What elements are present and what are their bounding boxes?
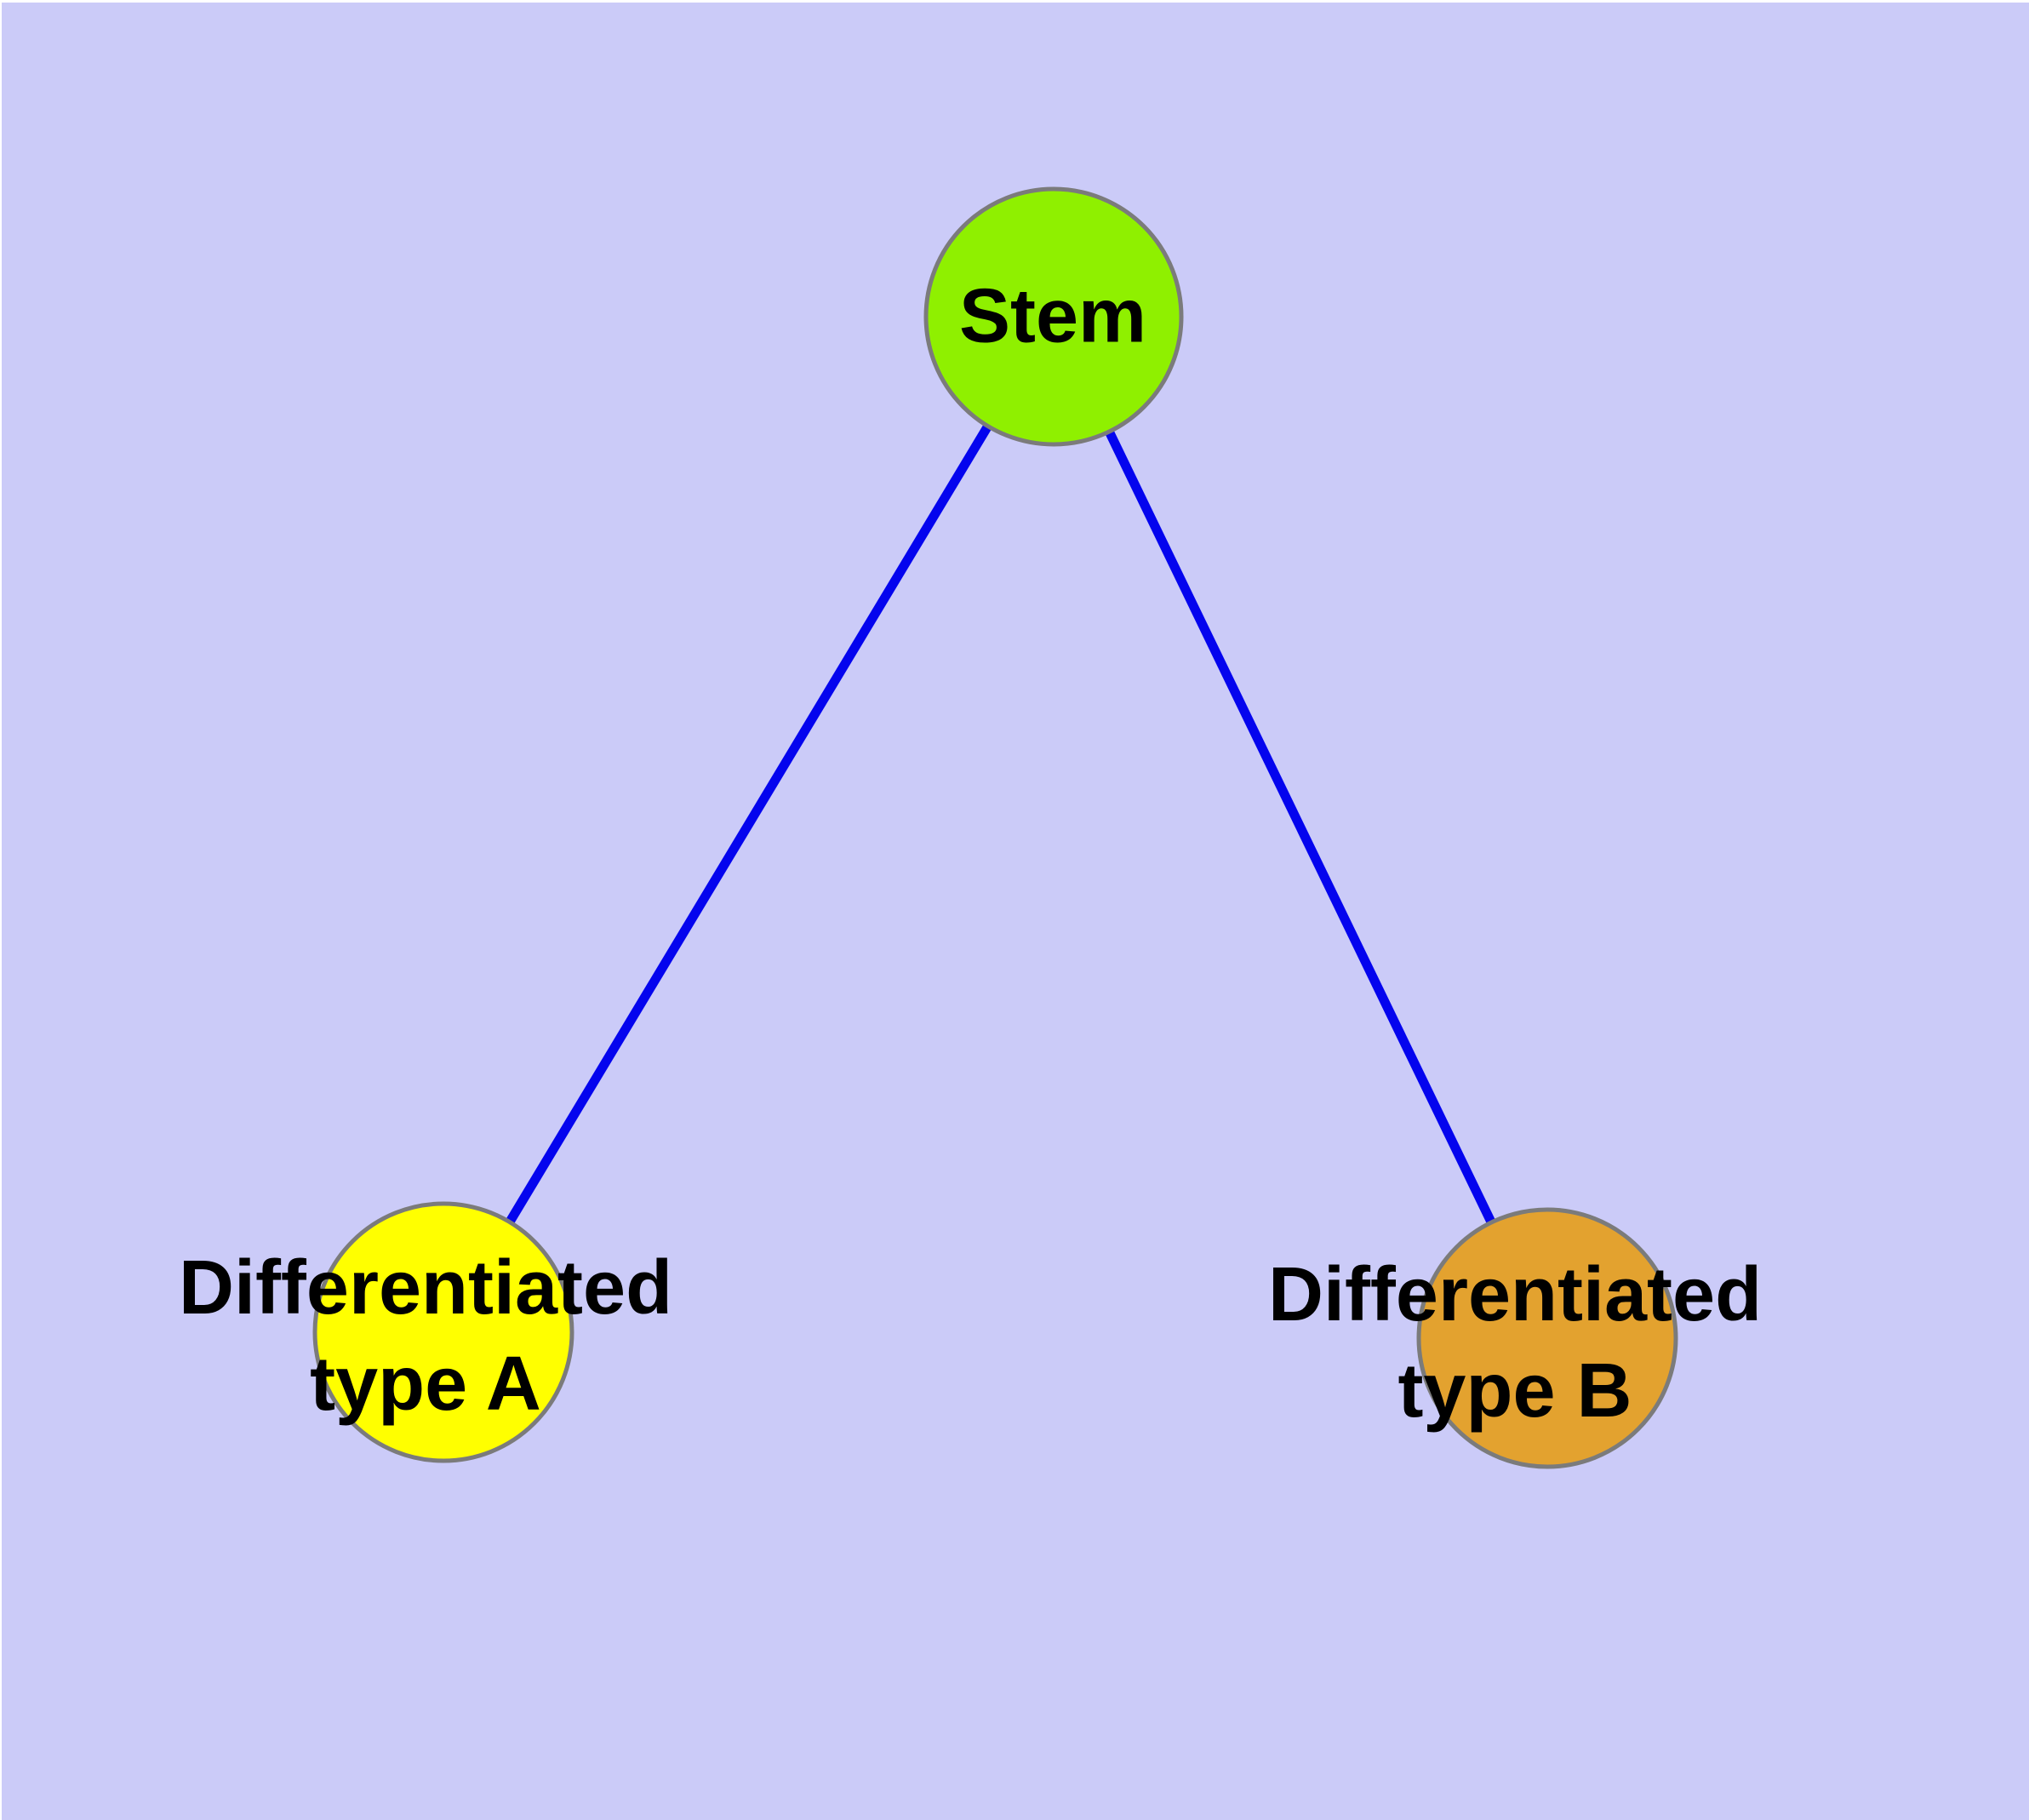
- edge-stem-to-type-b: [1049, 314, 1552, 1341]
- node-type-a-label-line-1: Differentiated: [178, 1245, 673, 1331]
- node-type-a-label-line-2: type A: [310, 1342, 541, 1427]
- node-type-b-label-line-1: Differentiated: [1267, 1252, 1763, 1337]
- node-stem-label-line: Stem: [958, 273, 1147, 359]
- node-stem: [923, 186, 1184, 447]
- node-type-b-label-line-2: type B: [1397, 1348, 1632, 1434]
- node-differentiated-type-b-label: Differentiated type B: [1268, 1247, 1762, 1439]
- image-left-border: [0, 0, 2, 1820]
- node-differentiated-type-b: [1416, 1207, 1678, 1469]
- image-top-border: [0, 0, 2029, 3]
- node-differentiated-type-a: [312, 1201, 574, 1463]
- edge-stem-to-type-a: [439, 314, 1058, 1335]
- node-differentiated-type-a-label: Differentiated type A: [179, 1240, 672, 1433]
- node-stem-label: Stem: [959, 269, 1146, 365]
